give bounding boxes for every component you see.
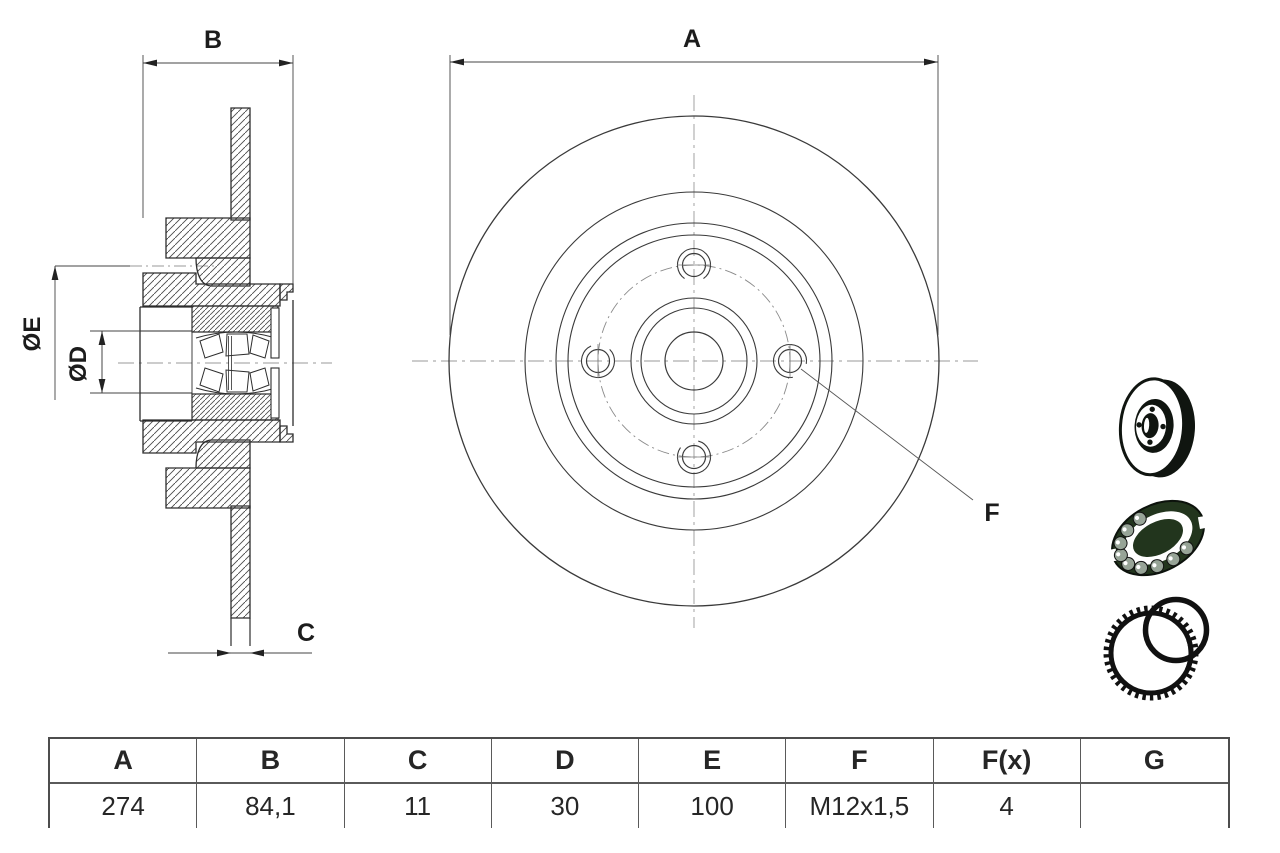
wheel-bearing-icon [1108,499,1207,577]
kit-icons [1103,377,1210,701]
table-value-cell: M12x1,5 [786,784,934,828]
table-header-cell: D [491,739,639,782]
dimension-table-value-row: 274 84,1 11 30 100 M12x1,5 4 [50,784,1228,828]
dim-label-a: A [683,25,701,53]
table-value-cell: 4 [933,784,1081,828]
table-value-cell [1080,784,1228,828]
race-curve-top [195,331,277,339]
dimension-table: A B C D E F F(x) G 274 84,1 11 30 100 M1… [48,737,1230,828]
dimension-b: B [142,26,294,284]
table-value-cell: 274 [50,784,198,828]
table-value-cell: 30 [491,784,639,828]
dimension-table-header-row: A B C D E F F(x) G [50,739,1228,784]
dimension-d: ØD [65,330,140,394]
dim-label-f: F [984,499,999,527]
table-value-cell: 100 [639,784,787,828]
bearing-balls [1113,511,1194,575]
dim-label-c: C [297,619,315,647]
bearing-seal-top [270,307,280,359]
table-header-cell: F(x) [933,739,1081,782]
table-header-cell: B [197,739,345,782]
table-header-cell: G [1080,739,1228,782]
table-header-cell: F [786,739,934,782]
table-header-cell: E [639,739,787,782]
table-header-cell: C [344,739,492,782]
disc-circles [448,115,940,607]
brake-disc-icon [1118,377,1196,478]
front-view: A F [412,25,1000,628]
dimension-e: ØE [19,266,59,400]
bearing-seal-bottom [270,367,280,419]
race-curve-bottom [195,387,277,395]
dim-label-b: B [204,26,222,54]
section-view: B C ØE ØD [19,26,332,657]
table-value-cell: 11 [344,784,492,828]
dim-label-d: ØD [65,346,92,382]
dim-label-e: ØE [19,317,46,352]
table-value-cell: 84,1 [197,784,345,828]
dimension-a: A [449,25,939,335]
dimension-c: C [168,619,315,657]
disc-section-body [142,107,294,619]
abs-ring-icon [1103,596,1210,701]
hub-bore [139,306,193,422]
dimension-f: F [800,368,1000,527]
table-header-cell: A [50,739,198,782]
technical-drawing: B C ØE ØD [19,25,1210,701]
bolt-holes [578,247,812,479]
